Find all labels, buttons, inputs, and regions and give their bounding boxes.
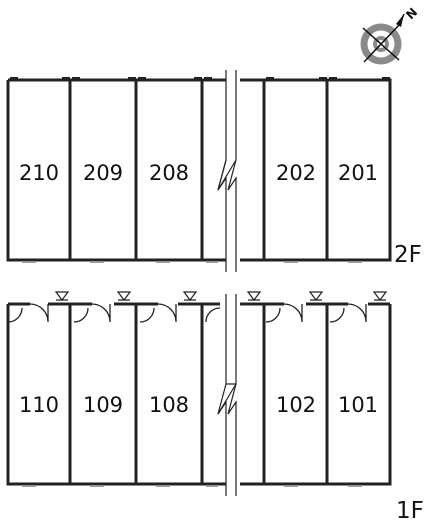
compass-north-label: N <box>403 5 420 22</box>
floor-1-plan: 110 109 108 102 101 1F <box>6 291 424 524</box>
unit-label-1f-3: 108 <box>149 393 189 417</box>
unit-label-1f-4: 102 <box>276 393 316 417</box>
unit-label-1f-2: 109 <box>83 393 123 417</box>
unit-label-2f-5: 201 <box>338 161 378 185</box>
floor-2-plan: 210 209 208 202 201 2F <box>6 70 422 272</box>
floor-label-1f: 1F <box>396 498 424 524</box>
unit-label-2f-1: 210 <box>19 161 59 185</box>
floor-label-2f: 2F <box>394 242 422 268</box>
unit-label-2f-2: 209 <box>83 161 123 185</box>
compass-icon: N <box>360 5 420 65</box>
unit-label-2f-4: 202 <box>276 161 316 185</box>
unit-label-2f-3: 208 <box>149 161 189 185</box>
unit-label-1f-5: 101 <box>338 393 378 417</box>
unit-label-1f-1: 110 <box>19 393 59 417</box>
